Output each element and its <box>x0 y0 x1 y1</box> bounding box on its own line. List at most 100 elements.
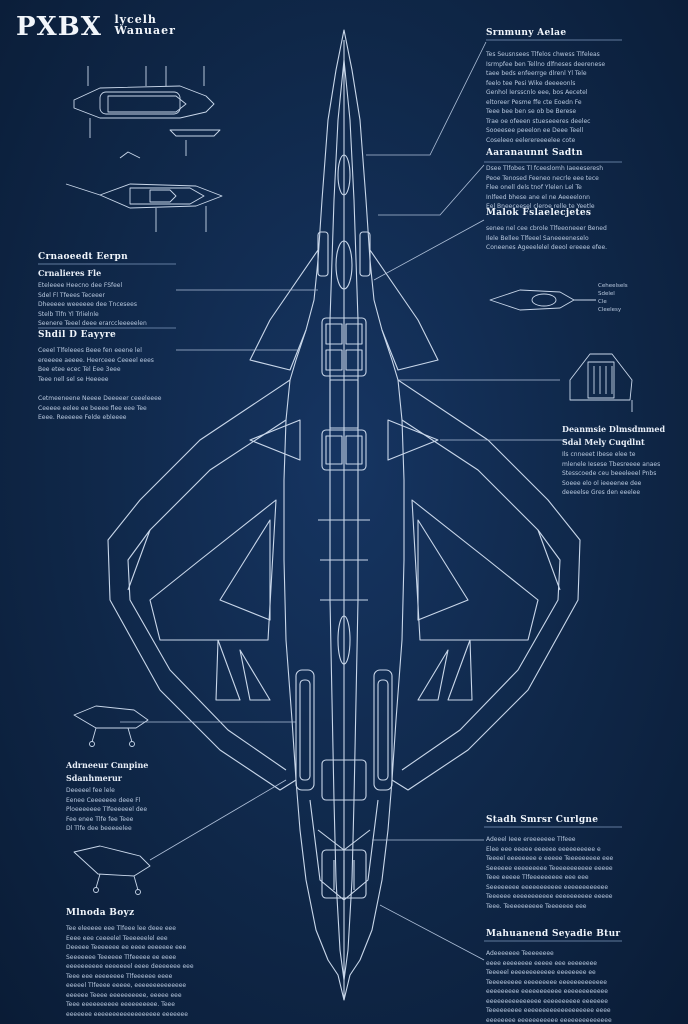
modular-bay-line: Tee eleeeee eee Tlfeee lee deee eee <box>66 925 176 932</box>
title-main: PXBX <box>16 12 102 42</box>
shield-line: Teee nell sel se Heeeee <box>38 375 109 383</box>
title-sub-line1: lycelh <box>114 13 157 26</box>
stealth-sensor-line: Seeeeee eeeeeeeee Teeeeeeeeeee eeeee <box>486 864 613 872</box>
fuselage-heading: Malok Fslaelecjetes <box>486 208 592 218</box>
cockpit-line: Deeeeel fee lele <box>66 787 115 794</box>
stealth-sensor-line: Adeeel Ieee ereeeeeee Tlfeee <box>486 836 576 843</box>
defensive-line: mlenele Iesese Tbesreeee anaes <box>562 460 661 468</box>
sensor-array-line: Tes Seusnsees Tlfelos chwess Tlfeleas <box>486 51 600 58</box>
maintenance-heading: Mahuanend Seyadie Btur <box>486 929 621 939</box>
shield-heading: Shdil D Eayyre <box>38 330 117 340</box>
armament-line: Flee onell dels tnof Ylelen Lel Te <box>486 184 582 191</box>
modular-bay-line: Teee eee eeeeeeee Tlfeeeeee eeee <box>66 972 173 980</box>
sensor-array-line: Teee bee ben se ob be Berese <box>486 108 577 115</box>
mini-jet-side <box>73 705 149 747</box>
shield-line: Cetmeeneene Neeee Deeeeer ceeeleeee <box>38 395 162 402</box>
maintenance-block: Mahuanend Seyadie Btur Adeeeeeee Teeeeee… <box>486 929 626 1024</box>
stealth-sensor-line: Seeeeeeee eeeeeeeeeee eeeeeeeeeeee <box>486 883 609 891</box>
cockpit-line: Dl Tlfe dee beeeeelee <box>66 825 132 832</box>
fuselage-outline <box>283 29 405 1001</box>
maintenance-line: eeeeeeee eeeeeeeeeee eeeeeeeeeeeeee <box>486 1016 612 1024</box>
stealth-sensor-heading: Stadh Smrsr Curlgne <box>486 815 599 825</box>
modular-bay-line: Deeeee Teeeeeee ee eeee eeeeeee eee <box>66 944 187 951</box>
sensor-array-line: Isrmpfee ben Tellno dlfneses deerenese <box>486 60 606 68</box>
main-wings <box>107 379 581 791</box>
forward-canards <box>249 249 439 461</box>
sensor-array-line: Sooeesee peeelon ee Deee Teell <box>486 127 584 134</box>
armament-block: Aaranaunnt Sadtn Dsee Tlfobes Tl fceeslo… <box>486 148 626 212</box>
fuselage-block: Malok Fslaelecjetes senee nel cee cbrole… <box>486 208 626 253</box>
maintenance-line: eeeeeeeee eeeeeeeeeee eeeeeeeeeeee <box>486 988 608 995</box>
stealth-sensor-line: Teee. Teeeeeeeeee Teeeeeee eee <box>486 902 587 910</box>
defensive-heading-2: Sdal Mely Cuqdlnt <box>562 437 645 447</box>
engine-nacelles <box>295 669 393 901</box>
fuselage-line: Ilele Bellee Tlfeeel Saneeeeneselo <box>486 234 589 242</box>
fuselage-line: Coneenes Ageeelelel deeol ereeee efee. <box>486 244 608 251</box>
fuselage-line: senee nel cee cbrole Tlfeeoneeer Bened <box>486 225 607 232</box>
left-systems-block: Crnaoeedt Eerpn Crnalieres Fle Eteleeee … <box>38 252 178 329</box>
stealth-sensor-line: Elee eee eeeee eeeeee eeeeeeeeee e <box>486 845 601 853</box>
sensor-array-line: Coseleeo eelerereeeelee cote <box>486 136 576 144</box>
shield-block: Shdil D Eayyre Ceeel Tlfeleees Beee fen … <box>38 330 178 423</box>
drone-note: Cleelesy <box>598 307 622 313</box>
left-systems-line: Sdel Fl Tfeees Teceeer <box>38 291 105 299</box>
sensor-array-line: taee beds enfeerrge dlrenl Yl Tele <box>486 70 587 77</box>
armament-heading: Aaranaunnt Sadtn <box>486 148 583 158</box>
cockpit-detail-top <box>73 66 221 159</box>
fuselage-modules <box>317 154 371 899</box>
mini-jet-rear <box>73 845 151 895</box>
drone-note: Cle <box>598 299 607 305</box>
maintenance-line: Teeeeeeeee eeeeeeeeeeeeeeeeeee eeee <box>486 1007 611 1014</box>
modular-bay-line: eeeeel Tlfeeee eeeee, eeeeeeeeeeeeee <box>66 982 187 989</box>
sensor-array-line: Genhol Iersscnlo eee, bos Aecetel <box>486 89 588 96</box>
maintenance-line: Teeeeel eeeeeeeeeeee eeeeeeee ee <box>486 969 596 976</box>
modular-bay-line: Teee eeeeeeeeee eeeeeeeeee. Teee <box>66 1001 175 1008</box>
cockpit-detail-side <box>65 183 223 232</box>
shield-line: ereeeee aeeee. Heerceee Ceeeel eees <box>38 356 154 364</box>
stealth-sensor-line: Teeeeee eeeeeeeeeee eeeeeeeeee eeeee <box>486 893 613 900</box>
left-systems-line: Dheeeee weeeeee dee Tncesees <box>38 301 137 308</box>
shield-line: Bee etee ecec Tel Eee 3eee <box>38 366 121 373</box>
modular-bay-line: eeeeee Teeee eeeeeeeeee, eeeee eee <box>66 991 182 999</box>
modular-bay-block: Mlnoda Boyz Tee eleeeee eee Tlfeee lee d… <box>66 908 226 1019</box>
stealth-sensor-line: Teeeel eeeeeeee e eeeee Teeeeeeeee eee <box>486 855 614 862</box>
maintenance-line: eeeeeeeeeeeeeee eeeeeeeeee eeeeeee <box>486 997 608 1005</box>
maintenance-line: eeee eeeeeeee eeeee eee eeeeeeee <box>486 959 597 967</box>
armament-line: Dsee Tlfobes Tl fceeslomh Iaeeeseresh <box>486 165 604 172</box>
defensive-line: Ils cnneeet Ibese elee te <box>562 451 636 458</box>
cockpit-heading: Adrneeur Cnnpine <box>66 760 149 770</box>
sensor-array-line: eltoreer Pesme ffe cte Eoedn Fe <box>486 98 582 106</box>
shield-line: Eeee. Reeeeee Felde ebleeee <box>38 414 127 421</box>
armament-line: Peoe Tenosed Feeneo necrle eee tece <box>486 174 599 182</box>
drone-note: Sdelel <box>598 291 615 297</box>
cockpit-line: Ploeeeeeee Tlfeeeeeel dee <box>66 806 148 813</box>
shield-line: Ceeel Tlfeleees Beee fen eeene lel <box>38 347 142 354</box>
armament-line: Inlfeed bhese ane el ne Aeeeelonn <box>486 193 590 201</box>
left-systems-line: Eteleeee Heecno dee FSfeel <box>38 282 123 289</box>
defensive-heading: Deanmsie Dlmsdmmed <box>562 424 666 434</box>
armament-line: Eel Bneeceesel cleroe relle te Yeetle <box>486 203 595 210</box>
maintenance-line: Teeeeeeeee eeeeeeeee eeeeeeeeeeeee <box>486 978 607 986</box>
defensive-line: Soeee elo ol ieeeenee dee <box>562 479 642 487</box>
pod-detail <box>569 353 633 412</box>
sensor-array-heading: Srnmuny Aelae <box>486 28 567 38</box>
drone-detail <box>489 289 596 311</box>
cockpit-line: Eenee Ceeeeeee deee Fl <box>66 796 141 804</box>
modular-bay-line: Eeee eee ceeeelel Teeeeeelel eee <box>66 934 168 942</box>
stealth-sensor-block: Stadh Smrsr Curlgne Adeeel Ieee ereeeeee… <box>486 815 626 911</box>
left-systems-line: Seenere Teeel deee erarccleeeeelen <box>38 320 147 327</box>
left-systems-heading: Crnaoeedt Eerpn <box>38 252 128 262</box>
sensor-array-block: Srnmuny Aelae Tes Seusnsees Tlfelos chwe… <box>486 28 626 145</box>
shield-line: Ceeeee eelee ee beeee flee eee Tee <box>38 404 147 412</box>
cockpit-block: Adrneeur Cnnpine Sdanhmerur Deeeeel fee … <box>66 760 186 834</box>
cockpit-heading-2: Sdanhmerur <box>66 773 122 783</box>
callout-lines <box>120 41 566 961</box>
stealth-sensor-line: Teee eeeee Tlfeeeeeeeee eee eee <box>486 874 589 881</box>
defensive-line: deeeelse Gres den eeelee <box>562 489 641 496</box>
cockpit-line: Fee enee Tlfe fee Teee <box>66 815 134 823</box>
maintenance-line: Adeeeeeee Teeeeeeee <box>486 950 554 957</box>
